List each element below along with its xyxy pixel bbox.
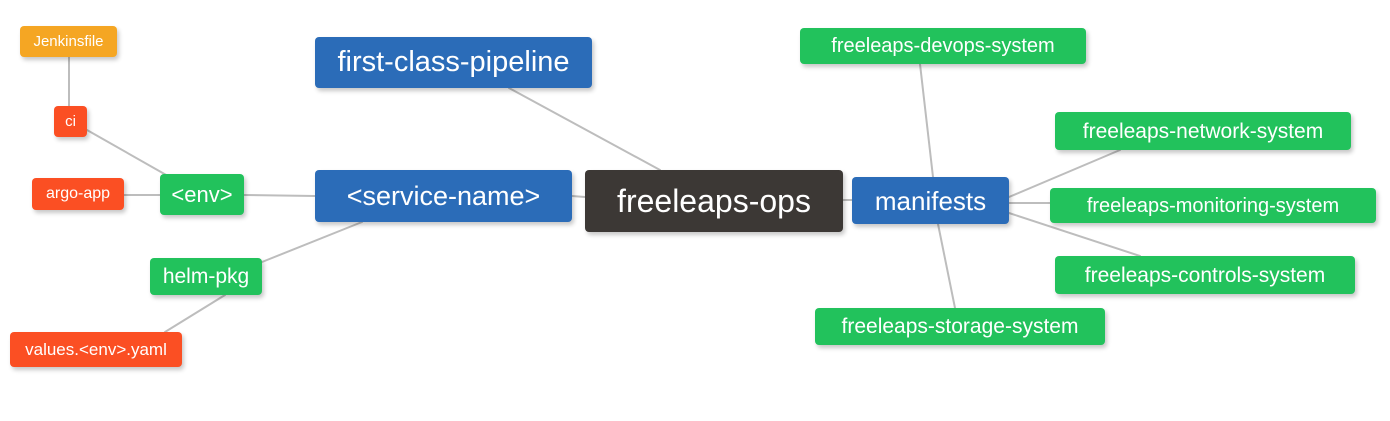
node-service-name[interactable]: <service-name>: [315, 170, 572, 222]
node-env[interactable]: <env>: [160, 174, 244, 215]
node-label-freeleaps-storage-system: freeleaps-storage-system: [841, 315, 1079, 338]
node-jenkinsfile[interactable]: Jenkinsfile: [20, 26, 117, 57]
node-argo-app[interactable]: argo-app: [32, 178, 124, 210]
node-label-jenkinsfile: Jenkinsfile: [33, 33, 104, 50]
node-helm-pkg[interactable]: helm-pkg: [150, 258, 262, 295]
node-label-manifests: manifests: [874, 185, 987, 216]
node-freeleaps-monitoring-system[interactable]: freeleaps-monitoring-system: [1050, 188, 1376, 223]
node-label-freeleaps-controls-system: freeleaps-controls-system: [1084, 263, 1326, 287]
node-freeleaps-network-system[interactable]: freeleaps-network-system: [1055, 112, 1351, 150]
node-label-first-class-pipeline: first-class-pipeline: [337, 46, 570, 78]
node-ci[interactable]: ci: [54, 106, 87, 137]
node-label-env: <env>: [171, 181, 233, 207]
node-manifests[interactable]: manifests: [852, 177, 1009, 224]
node-first-class-pipeline[interactable]: first-class-pipeline: [315, 37, 592, 88]
node-freeleaps-controls-system[interactable]: freeleaps-controls-system: [1055, 256, 1355, 294]
node-label-values-yaml: values.<env>.yaml: [25, 340, 167, 359]
node-values-yaml[interactable]: values.<env>.yaml: [10, 332, 182, 367]
node-label-ci: ci: [65, 113, 76, 130]
node-label-freeleaps-ops: freeleaps-ops: [617, 183, 811, 219]
node-freeleaps-devops-system[interactable]: freeleaps-devops-system: [800, 28, 1086, 64]
node-label-freeleaps-monitoring-system: freeleaps-monitoring-system: [1086, 194, 1340, 217]
node-label-helm-pkg: helm-pkg: [162, 265, 250, 288]
node-label-argo-app: argo-app: [45, 185, 111, 202]
node-label-service-name: <service-name>: [346, 180, 541, 211]
node-label-freeleaps-devops-system: freeleaps-devops-system: [831, 35, 1055, 57]
node-freeleaps-storage-system[interactable]: freeleaps-storage-system: [815, 308, 1105, 345]
node-label-freeleaps-network-system: freeleaps-network-system: [1082, 119, 1324, 143]
node-freeleaps-ops[interactable]: freeleaps-ops: [585, 170, 843, 232]
